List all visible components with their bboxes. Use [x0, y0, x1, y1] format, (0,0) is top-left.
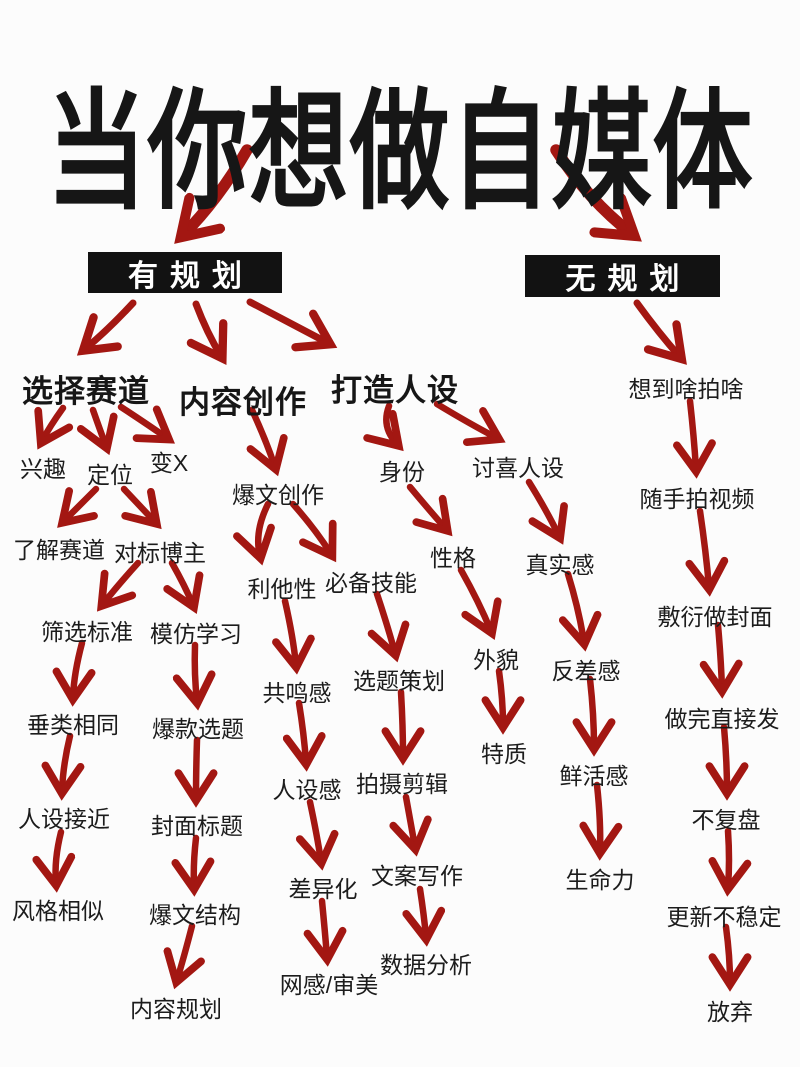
arrow	[699, 621, 743, 699]
node-cover-title: 封面标题	[151, 813, 243, 839]
node-similar-style: 风格相似	[12, 898, 104, 924]
node-differentiation: 差异化	[288, 876, 358, 902]
arrow	[389, 793, 432, 857]
node-post-directly: 做完直接发	[664, 706, 780, 732]
node-no-review: 不复盘	[691, 807, 761, 833]
node-web-sense: 网感/审美	[279, 972, 379, 998]
node-contrast: 反差感	[551, 658, 621, 684]
node-careless-cover: 敷衍做封面	[657, 604, 773, 630]
node-unstable-update: 更新不稳定	[666, 904, 782, 930]
arrow	[406, 483, 453, 537]
node-vitality: 生命力	[565, 867, 635, 893]
arrow	[117, 403, 175, 444]
node-imitate-learn: 模仿学习	[150, 621, 242, 647]
arrow	[171, 834, 215, 897]
node-identity: 身份	[379, 459, 425, 485]
node-interest: 兴趣	[20, 456, 66, 482]
node-appearance: 外貌	[473, 647, 519, 673]
node-random-shoot: 想到啥拍啥	[628, 376, 744, 402]
node-casual-video: 随手拍视频	[639, 486, 755, 512]
arrow	[708, 827, 752, 897]
node-know-track: 了解赛道	[13, 537, 105, 563]
node-give-up: 放弃	[707, 999, 753, 1025]
arrow	[282, 699, 326, 772]
node-filter-criteria: 筛选标准	[41, 619, 133, 645]
arrow	[272, 597, 315, 675]
arrow	[705, 723, 749, 801]
node-hit-topic: 爆款选题	[152, 716, 244, 742]
arrow	[572, 675, 616, 757]
branch-box-planned: 有规划	[88, 252, 282, 293]
arrow	[295, 798, 339, 871]
arrow	[558, 570, 602, 652]
node-vividness: 鲜活感	[559, 763, 629, 789]
arrow	[120, 485, 162, 530]
arrow	[52, 639, 96, 707]
arrow	[41, 732, 85, 801]
arrow	[233, 500, 275, 566]
arrow	[708, 923, 752, 992]
arrow	[34, 404, 74, 450]
node-viral-structure: 爆文结构	[149, 902, 241, 928]
arrow	[163, 922, 205, 990]
arrow	[32, 828, 76, 893]
node-monetize: 变X	[149, 450, 189, 476]
arrow	[525, 478, 568, 545]
arrow	[174, 736, 218, 808]
node-copywriting: 文案写作	[371, 863, 463, 889]
arrow	[289, 500, 337, 563]
arrow	[457, 566, 502, 640]
arrow	[172, 641, 216, 711]
arrow	[76, 406, 118, 456]
node-personality: 性格	[430, 545, 476, 571]
node-persona-feel: 人设感	[272, 777, 342, 803]
node-authenticity: 真实感	[525, 552, 595, 578]
arrow	[633, 299, 687, 365]
node-required-skills: 必备技能	[325, 570, 417, 596]
arrow	[367, 590, 410, 663]
node-build-persona: 打造人设	[331, 373, 459, 408]
arrow	[96, 559, 142, 612]
arrow	[381, 688, 425, 766]
arrow	[76, 299, 137, 356]
node-topic-plan: 选题策划	[353, 668, 445, 694]
node-altruism: 利他性	[247, 576, 317, 602]
arrow	[481, 667, 525, 735]
page-title: 当你想做自媒体	[46, 79, 754, 226]
arrow	[402, 885, 446, 947]
node-content-creation: 内容创作	[179, 385, 307, 420]
node-same-vertical: 垂类相同	[27, 712, 119, 738]
node-shoot-edit: 拍摄剪辑	[356, 771, 448, 797]
node-data-analysis: 数据分析	[380, 952, 472, 978]
arrow	[303, 897, 347, 967]
arrow	[363, 402, 404, 452]
node-resonance: 共鸣感	[262, 680, 332, 706]
node-positioning: 定位	[87, 462, 133, 488]
branch-box-unplanned: 无规划	[525, 255, 720, 297]
node-benchmark-bloggers: 对标博主	[114, 540, 206, 566]
arrow	[579, 781, 623, 861]
node-close-persona: 人设接近	[18, 806, 110, 832]
arrow	[685, 507, 729, 597]
node-viral-writing: 爆文创作	[232, 482, 324, 508]
arrow	[163, 559, 204, 614]
arrow	[186, 300, 228, 365]
arrow	[673, 397, 716, 479]
node-likable-persona: 讨喜人设	[472, 455, 564, 481]
arrow	[246, 298, 338, 352]
node-content-plan: 内容规划	[130, 996, 222, 1022]
node-select-track: 选择赛道	[22, 374, 150, 409]
arrow	[57, 485, 100, 528]
node-traits: 特质	[481, 741, 527, 767]
